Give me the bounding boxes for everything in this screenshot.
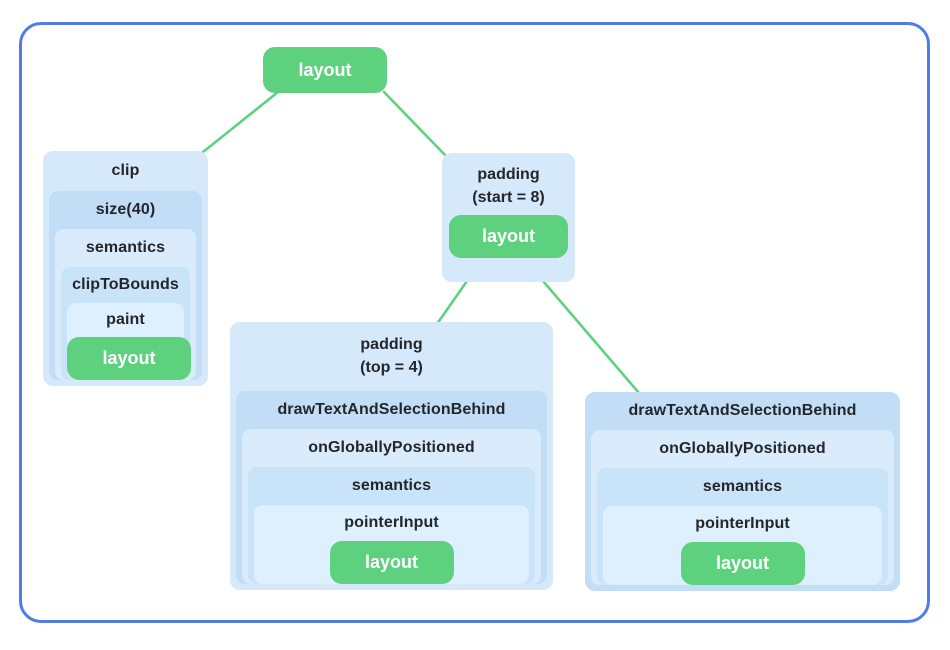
pointer-input-node: pointerInput layout — [254, 505, 529, 584]
pointer-input-label: pointerInput — [344, 514, 439, 531]
size-label: size(40) — [95, 201, 156, 218]
clip-node: clip size(40) semantics clipToBounds pai… — [43, 151, 208, 386]
semantics-node: semantics pointerInput layout — [597, 468, 888, 585]
draw-text-label: drawTextAndSelectionBehind — [628, 402, 857, 419]
semantics-node: semantics pointerInput layout — [248, 467, 535, 584]
layout-leaf-node: layout — [680, 542, 805, 585]
paint-label: paint — [106, 311, 145, 328]
padding-top-label: padding (top = 4) — [230, 322, 553, 391]
pointer-input-label: pointerInput — [695, 515, 790, 532]
clip-to-bounds-label: clipToBounds — [72, 276, 179, 293]
padding-top-label-line1: padding — [360, 336, 423, 353]
pointer-input-node: pointerInput layout — [603, 506, 882, 585]
padding-start-label-line1: padding — [477, 166, 540, 183]
padding-top-node: padding (top = 4) drawTextAndSelectionBe… — [230, 322, 553, 590]
layout-leaf-node: layout — [329, 541, 454, 584]
root-layout-node: layout — [263, 47, 387, 93]
padding-start-label: padding (start = 8) — [442, 153, 575, 213]
paint-node: paint layout — [67, 303, 191, 380]
clip-to-bounds-node: clipToBounds paint layout — [61, 267, 191, 380]
on-globally-positioned-node: onGloballyPositioned semantics pointerIn… — [591, 430, 894, 585]
semantics-label: semantics — [351, 477, 432, 494]
draw-text-label: drawTextAndSelectionBehind — [277, 401, 506, 418]
semantics-label: semantics — [702, 478, 783, 495]
semantics-node: semantics clipToBounds paint layout — [55, 229, 196, 380]
on-globally-positioned-label: onGloballyPositioned — [659, 440, 826, 457]
padding-start-node: padding (start = 8) layout — [442, 153, 575, 282]
layout-leaf-node: layout — [449, 215, 568, 258]
layout-leaf-node: layout — [67, 337, 191, 380]
draw-text-node: drawTextAndSelectionBehind onGloballyPos… — [236, 391, 547, 584]
size-node: size(40) semantics clipToBounds paint la… — [49, 191, 202, 380]
semantics-label: semantics — [85, 239, 166, 256]
padding-top-label-line2: (top = 4) — [360, 359, 423, 376]
clip-label: clip — [111, 162, 140, 179]
draw-text-node-right: drawTextAndSelectionBehind onGloballyPos… — [585, 392, 900, 591]
padding-start-label-line2: (start = 8) — [472, 189, 545, 206]
on-globally-positioned-node: onGloballyPositioned semantics pointerIn… — [242, 429, 541, 584]
on-globally-positioned-label: onGloballyPositioned — [308, 439, 475, 456]
